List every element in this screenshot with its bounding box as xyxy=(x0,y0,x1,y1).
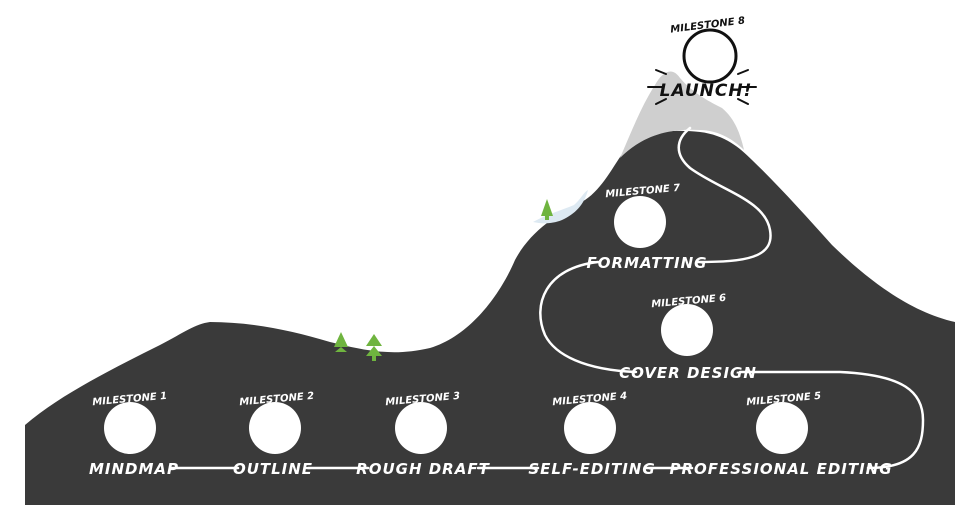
milestone-label-2: OUTLINE xyxy=(233,460,313,478)
milestone-circle-2 xyxy=(249,402,301,454)
milestone-label-7: FORMATTING xyxy=(587,254,708,272)
sun-icon xyxy=(647,69,757,105)
tree-icon xyxy=(366,334,382,361)
milestone-circle-3 xyxy=(395,402,447,454)
milestone-circle-4 xyxy=(564,402,616,454)
trail-path xyxy=(170,126,925,470)
milestone-circle-6 xyxy=(661,304,713,356)
milestone-label-4: SELF-EDITING xyxy=(528,460,655,478)
milestone-label-8: LAUNCH! xyxy=(660,81,753,101)
mountain xyxy=(25,130,955,505)
tree-icon xyxy=(334,332,348,352)
milestone-circle-8 xyxy=(682,28,738,84)
milestone-label-6: COVER DESIGN xyxy=(619,364,757,382)
snow-patch xyxy=(533,190,588,224)
milestone-circle-5 xyxy=(756,402,808,454)
milestone-circle-1 xyxy=(104,402,156,454)
milestone-label-3: ROUGH DRAFT xyxy=(356,460,490,478)
mountain-peak xyxy=(620,71,744,158)
milestone-label-1: MINDMAP xyxy=(89,460,179,478)
tree-icon xyxy=(541,199,553,220)
milestone-label-5: PROFESSIONAL EDITING xyxy=(669,460,892,478)
milestone-circle-7 xyxy=(614,196,666,248)
